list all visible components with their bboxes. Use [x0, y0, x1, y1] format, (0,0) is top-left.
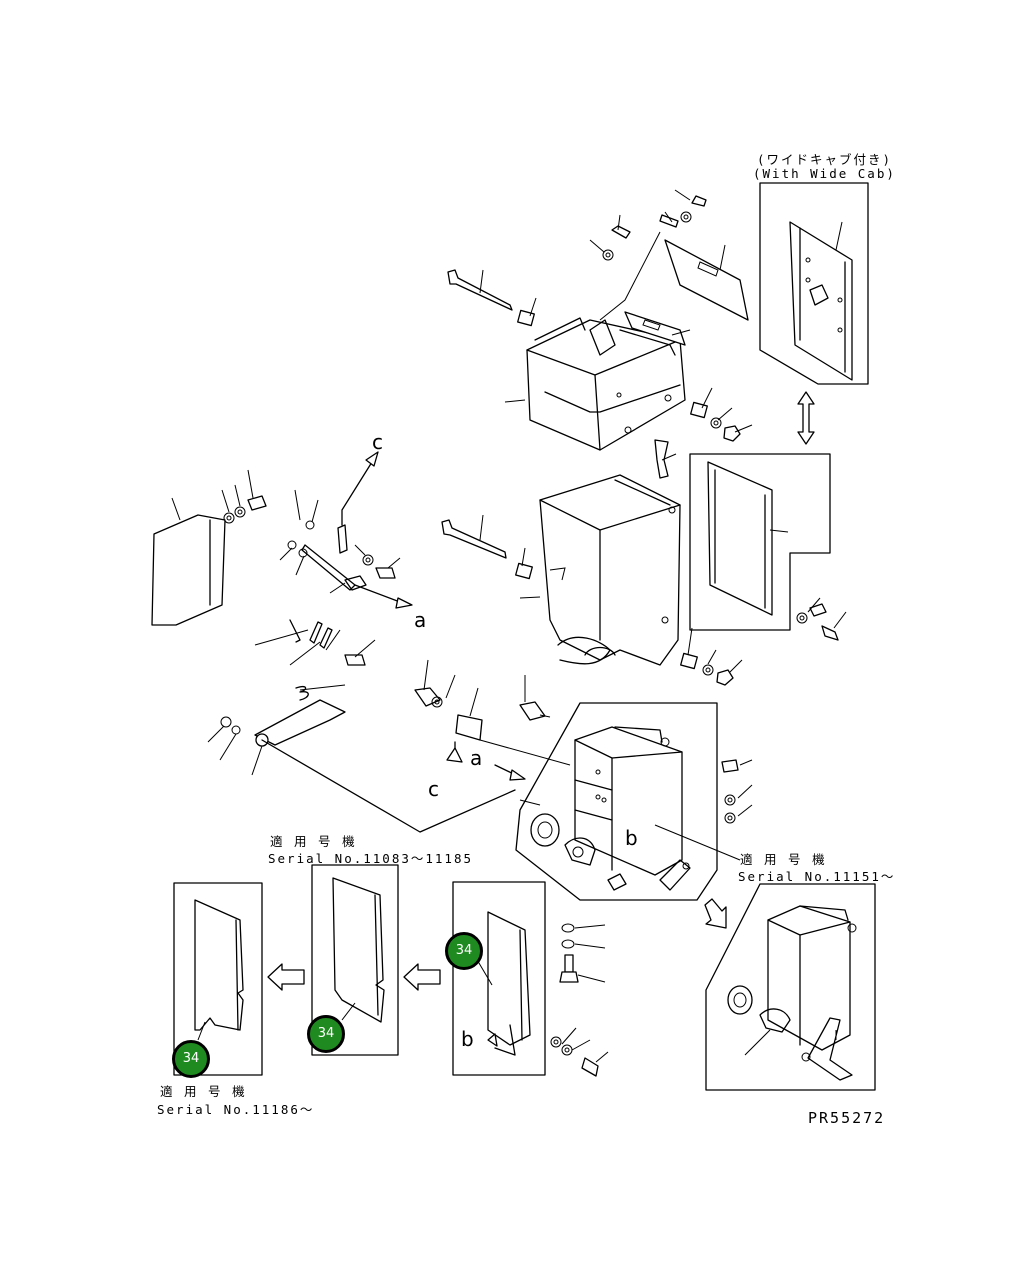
- drawing-code: PR55272: [808, 1109, 886, 1127]
- serial-label-11186: Serial No.11186～: [157, 1102, 315, 1117]
- long-bolt-upper: [447, 269, 535, 327]
- leaders-linkage: [207, 489, 401, 776]
- base-bracket: [519, 726, 741, 891]
- left-cover-panel: [151, 469, 267, 626]
- ref-label-a-left: a: [470, 746, 483, 770]
- upper-cover: [526, 317, 686, 451]
- panel-right-bottom: [452, 881, 609, 1077]
- upper-cover-bracket: [589, 239, 749, 356]
- ref-label-c-lower: c: [428, 777, 439, 801]
- part-callout-34-right[interactable]: 34: [445, 932, 483, 970]
- base-outline: [261, 702, 718, 901]
- serial-label-jp-right: 適 用 号 機: [740, 852, 827, 867]
- ref-label-b-lower: b: [461, 1027, 474, 1051]
- panel-left-bottom: [173, 882, 263, 1076]
- wide-cab-label-en: (With Wide Cab): [753, 166, 896, 181]
- fasteners-right-mid: [796, 597, 847, 641]
- hollow-arrow-down-right[interactable]: [704, 898, 727, 929]
- middle-console: [539, 474, 681, 666]
- part-callout-34-middle[interactable]: 34: [307, 1015, 345, 1053]
- serial-label-11083: Serial No.11083～11185: [268, 851, 474, 866]
- serial-11151-inset: [705, 883, 876, 1091]
- panel-middle-bottom: [311, 864, 399, 1056]
- leaders-upper: [479, 189, 753, 461]
- serial-label-jp-middle: 適 用 号 機: [270, 834, 357, 849]
- panel-inset: [689, 453, 831, 631]
- ref-label-b-upper: b: [625, 826, 638, 850]
- ref-label-c-upper: c: [372, 430, 383, 454]
- wide-cab-inset: [759, 182, 869, 385]
- part-callout-34-left[interactable]: 34: [172, 1040, 210, 1078]
- serial-label-11151: Serial No.11151～: [738, 869, 896, 884]
- double-arrow[interactable]: [797, 391, 815, 445]
- long-bolt-middle: [441, 514, 743, 686]
- ref-label-a-right: a: [414, 608, 427, 632]
- linkage-assembly: [220, 520, 396, 747]
- fasteners-base: [414, 659, 753, 983]
- serial-label-jp-left: 適 用 号 機: [160, 1084, 247, 1099]
- wide-cab-label-jp: (ワイドキャブ付き): [757, 152, 893, 167]
- ref-arrows: [341, 451, 526, 781]
- hollow-arrows-left[interactable]: [267, 963, 441, 991]
